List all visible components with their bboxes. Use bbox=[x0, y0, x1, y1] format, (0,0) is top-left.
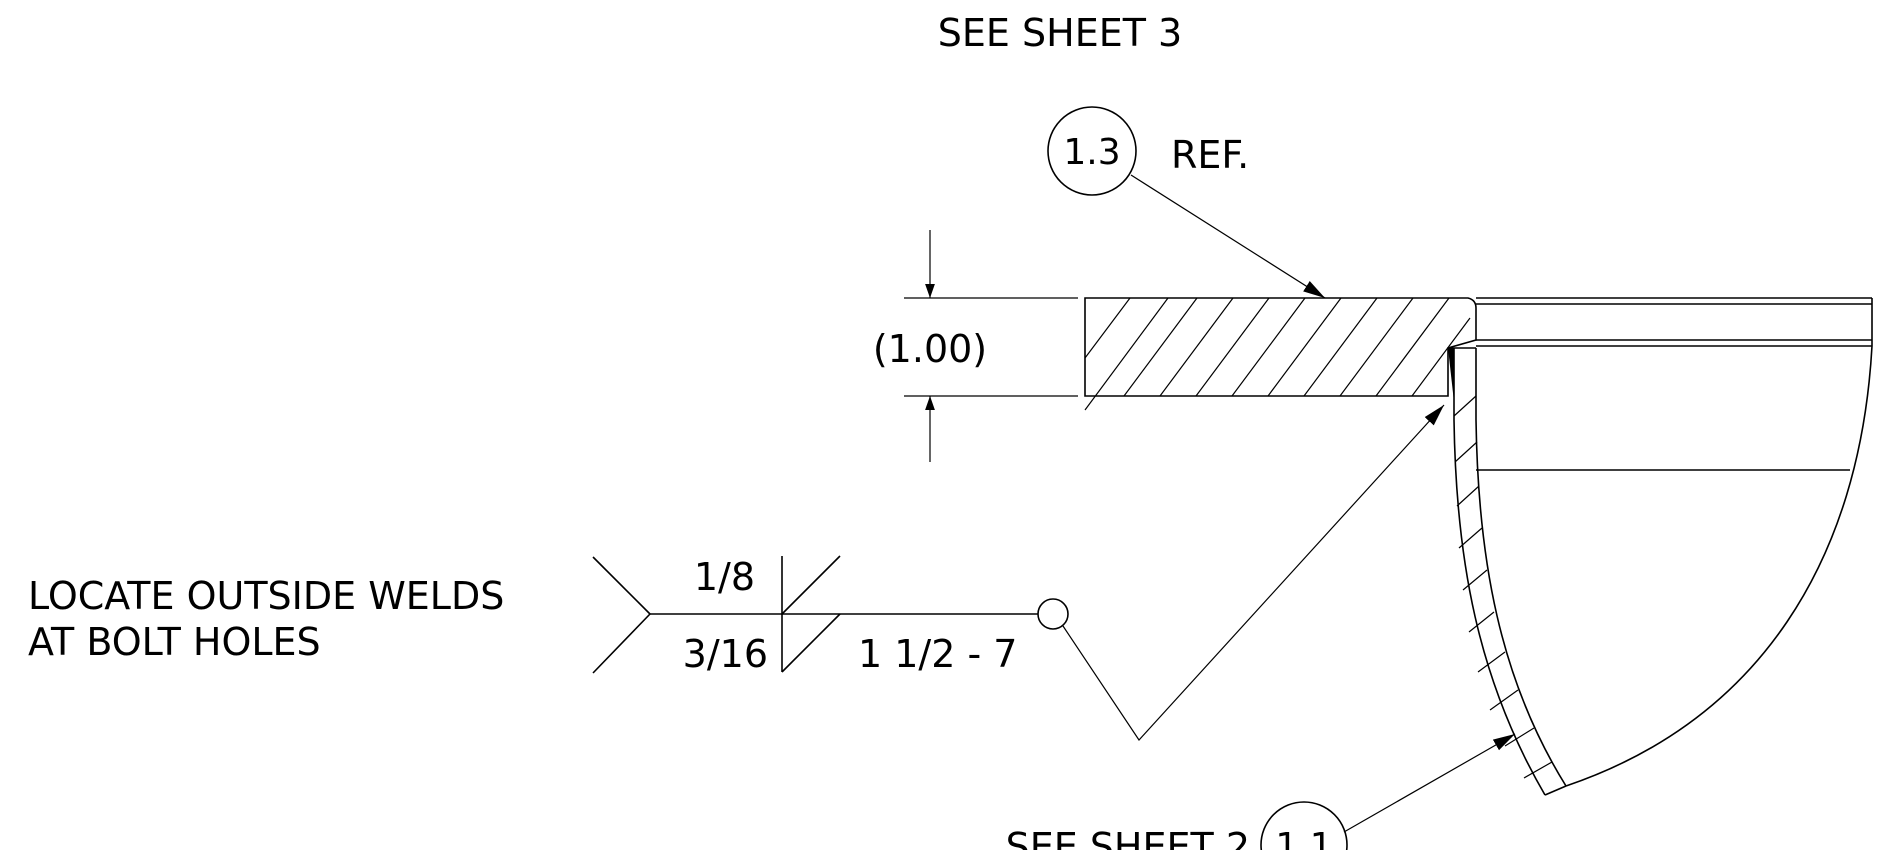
dimension-value: (1.00) bbox=[873, 327, 987, 371]
fillet-weld bbox=[1448, 348, 1454, 402]
weld-all-around-circle bbox=[1037, 598, 1069, 630]
weld-length-pitch: 1 1/2 - 7 bbox=[858, 632, 1017, 676]
note-see-sheet-3: SEE SHEET 3 bbox=[938, 11, 1182, 55]
ref-label: REF. bbox=[1171, 133, 1249, 177]
balloon-1-3-label: 1.3 bbox=[1063, 132, 1120, 173]
weld-arrow-leader bbox=[1062, 404, 1445, 741]
head-shell-section bbox=[1448, 297, 1873, 796]
balloon-1-3: 1.3 bbox=[1047, 106, 1137, 196]
leader-1-3 bbox=[1130, 174, 1326, 299]
balloon-1-1: 1.1 bbox=[1260, 801, 1348, 850]
weld-size-arrow-side: 3/16 bbox=[683, 632, 768, 676]
balloon-1-1-label: 1.1 bbox=[1275, 826, 1332, 850]
thickness-dimension bbox=[904, 230, 1078, 462]
leader-1-1 bbox=[1343, 733, 1516, 833]
weld-tail-lower bbox=[592, 613, 651, 674]
note-see-sheet-2: SEE SHEET 2 bbox=[1006, 825, 1250, 850]
weld-size-other-side: 1/8 bbox=[694, 555, 755, 599]
weld-note-line-1: LOCATE OUTSIDE WELDS bbox=[28, 574, 504, 618]
flange-plate-section bbox=[1084, 297, 1477, 411]
weld-tail-upper bbox=[592, 556, 651, 615]
fillet-symbol-top bbox=[781, 555, 841, 615]
weld-note-line-2: AT BOLT HOLES bbox=[28, 620, 321, 664]
fillet-symbol-bottom bbox=[781, 613, 841, 673]
weld-symbol bbox=[592, 404, 1445, 741]
